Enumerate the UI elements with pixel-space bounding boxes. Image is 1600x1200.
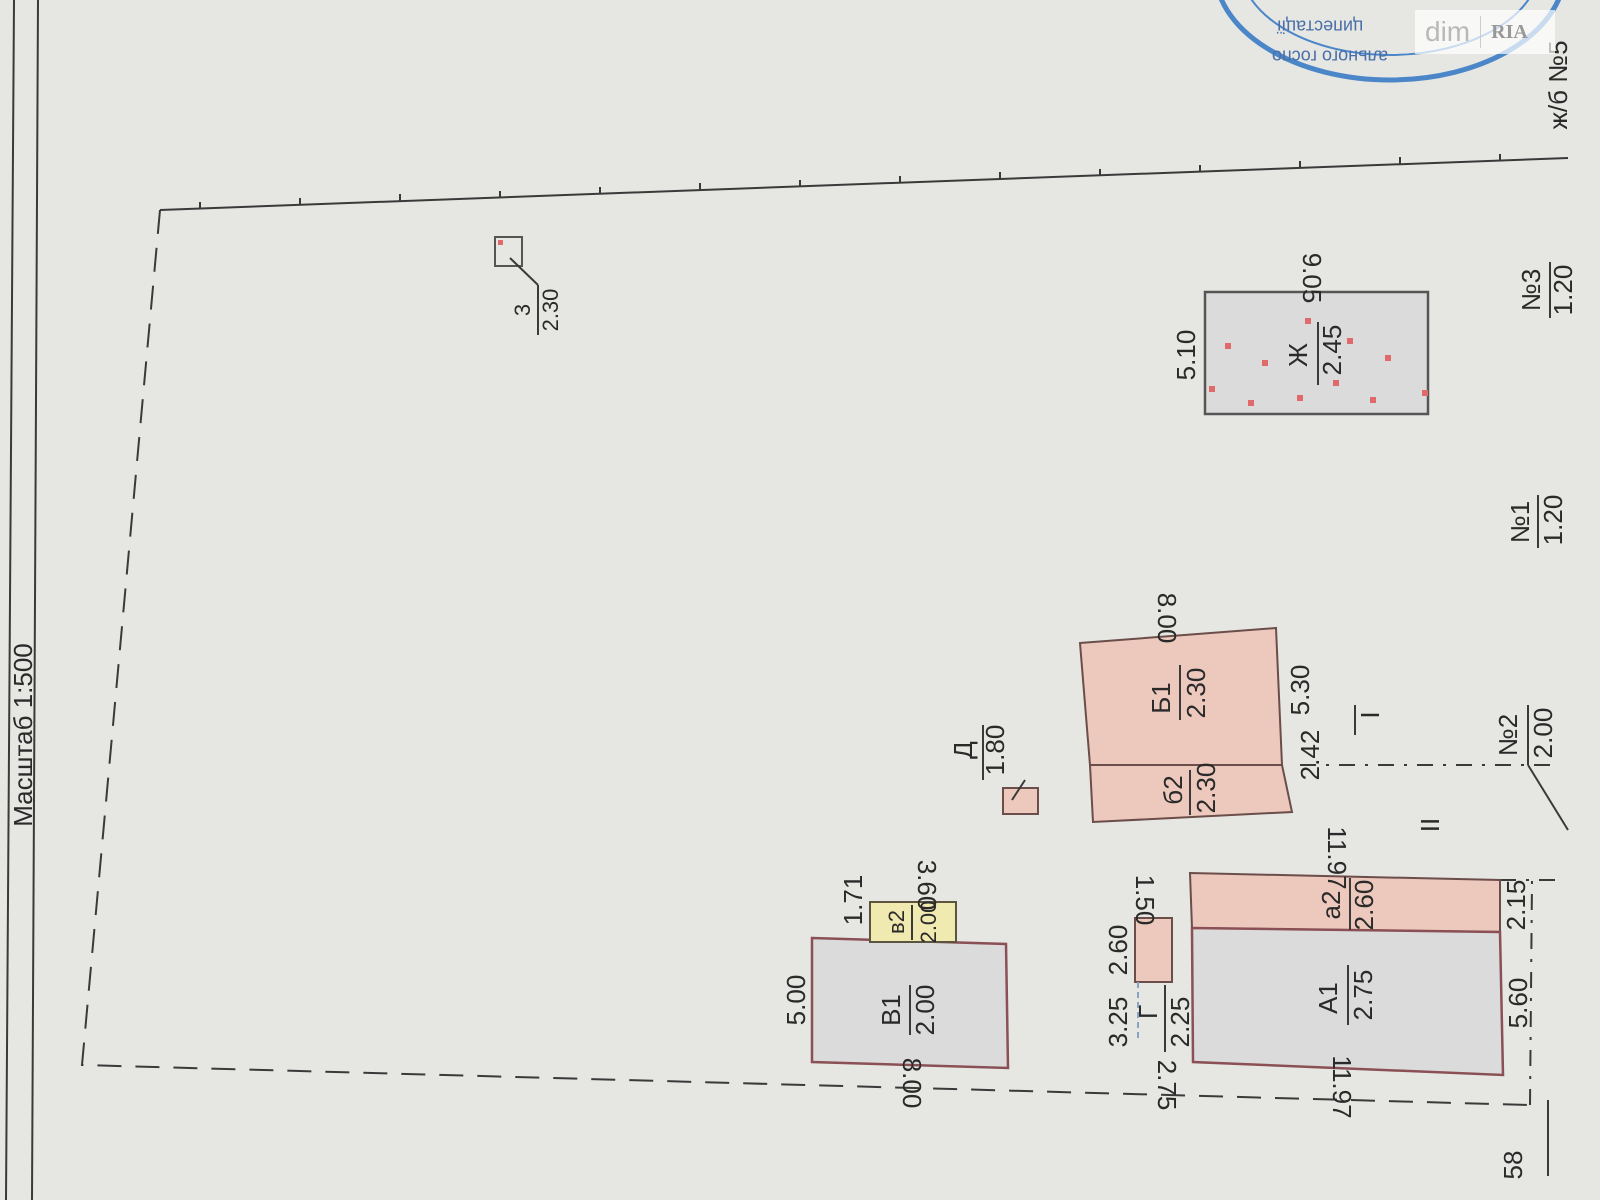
- dimension: 11.97: [1327, 1055, 1357, 1118]
- label: 2.30: [538, 289, 563, 332]
- dimension: 5.30: [1285, 665, 1315, 716]
- dimension: 1.50: [1130, 875, 1160, 926]
- label: 1.20: [1538, 495, 1568, 546]
- dimension: 8.00: [897, 1058, 927, 1109]
- label: 2.30: [1181, 668, 1211, 719]
- neighbor-label-top: ж/б №5: [1543, 40, 1573, 129]
- dimension: 3.25: [1103, 997, 1133, 1048]
- label: 2.30: [1191, 763, 1221, 814]
- label: 2.00: [1528, 708, 1558, 759]
- building-v: В1 2.00 в2 2.00 5.00 8.00 1.71 3.60: [781, 860, 1010, 1109]
- page-border-inner: [31, 0, 39, 1200]
- dimension: 5.60: [1503, 978, 1533, 1029]
- label: №3: [1516, 269, 1546, 311]
- dimension: 5.00: [781, 975, 811, 1026]
- fence-3: №3 1.20: [1516, 262, 1578, 318]
- building-a: а2 2.60 А1 2.75 11.97 11.97 2.15 5.60: [1188, 826, 1533, 1119]
- building-zh: Ж 2.45 9.05 5.10: [1171, 253, 1430, 416]
- label: А1: [1313, 982, 1343, 1014]
- building-3: 3 2.30: [494, 236, 563, 335]
- building-g: Г 1.50 2.60 3.25 2.25 2.75: [1103, 875, 1195, 1111]
- building-d: Д 1.80: [948, 725, 1039, 815]
- label: 2.00: [916, 901, 941, 944]
- plot-boundary: [80, 154, 1569, 1106]
- neighbor-label-bottom: 58: [1498, 1151, 1528, 1180]
- watermark-logo: dim RIA: [1415, 10, 1555, 54]
- fence-2: №2 2.00: [1493, 705, 1569, 831]
- watermark-right: RIA: [1491, 20, 1528, 43]
- label: б2: [1158, 775, 1188, 804]
- label: №2: [1493, 714, 1523, 756]
- label: Д: [948, 741, 978, 759]
- dimension: 2.42: [1295, 730, 1325, 781]
- label: 2.60: [1349, 880, 1379, 931]
- label: в2: [884, 910, 909, 934]
- label: 1.80: [980, 725, 1010, 776]
- dimension: 8.00: [1152, 593, 1182, 644]
- stamp-text-1: ципестації: [1277, 16, 1363, 36]
- label: 3: [510, 304, 535, 316]
- page-border: [5, 0, 15, 1200]
- dimension: 9.05: [1297, 253, 1327, 304]
- label: 2.00: [910, 985, 940, 1036]
- stamp: ципестації ального госпо: [1218, 0, 1562, 83]
- fence-1: №1 1.20: [1505, 495, 1568, 548]
- label: №1: [1505, 501, 1535, 543]
- dimension: 2.75: [1152, 1060, 1182, 1111]
- label: 1.20: [1548, 265, 1578, 316]
- label: 2.45: [1317, 325, 1347, 376]
- watermark-left: dim: [1415, 16, 1482, 48]
- yard-mark-2: II: [1415, 818, 1445, 832]
- dimension: 1.71: [838, 875, 868, 926]
- label: Б1: [1146, 682, 1176, 714]
- scale-label: Масштаб 1:500: [8, 643, 38, 827]
- label: 2.75: [1348, 970, 1378, 1021]
- stamp-text-2: ального госпо: [1272, 46, 1388, 66]
- dimension: 2.15: [1501, 880, 1531, 931]
- dimension: 3.60: [912, 860, 942, 911]
- dimension: 11.97: [1322, 826, 1352, 889]
- yard-mark-1: I: [1355, 711, 1385, 718]
- label: Г: [1133, 1005, 1163, 1019]
- dimension: 5.10: [1171, 330, 1201, 381]
- label: В1: [876, 994, 906, 1026]
- label: а2: [1316, 891, 1346, 920]
- label: Ж: [1283, 343, 1313, 367]
- building-b: Б1 2.30 б2 2.30 8.00 5.30 2.42: [1078, 593, 1325, 824]
- dimension: 2.60: [1103, 925, 1133, 976]
- dimension: 2.25: [1165, 997, 1195, 1048]
